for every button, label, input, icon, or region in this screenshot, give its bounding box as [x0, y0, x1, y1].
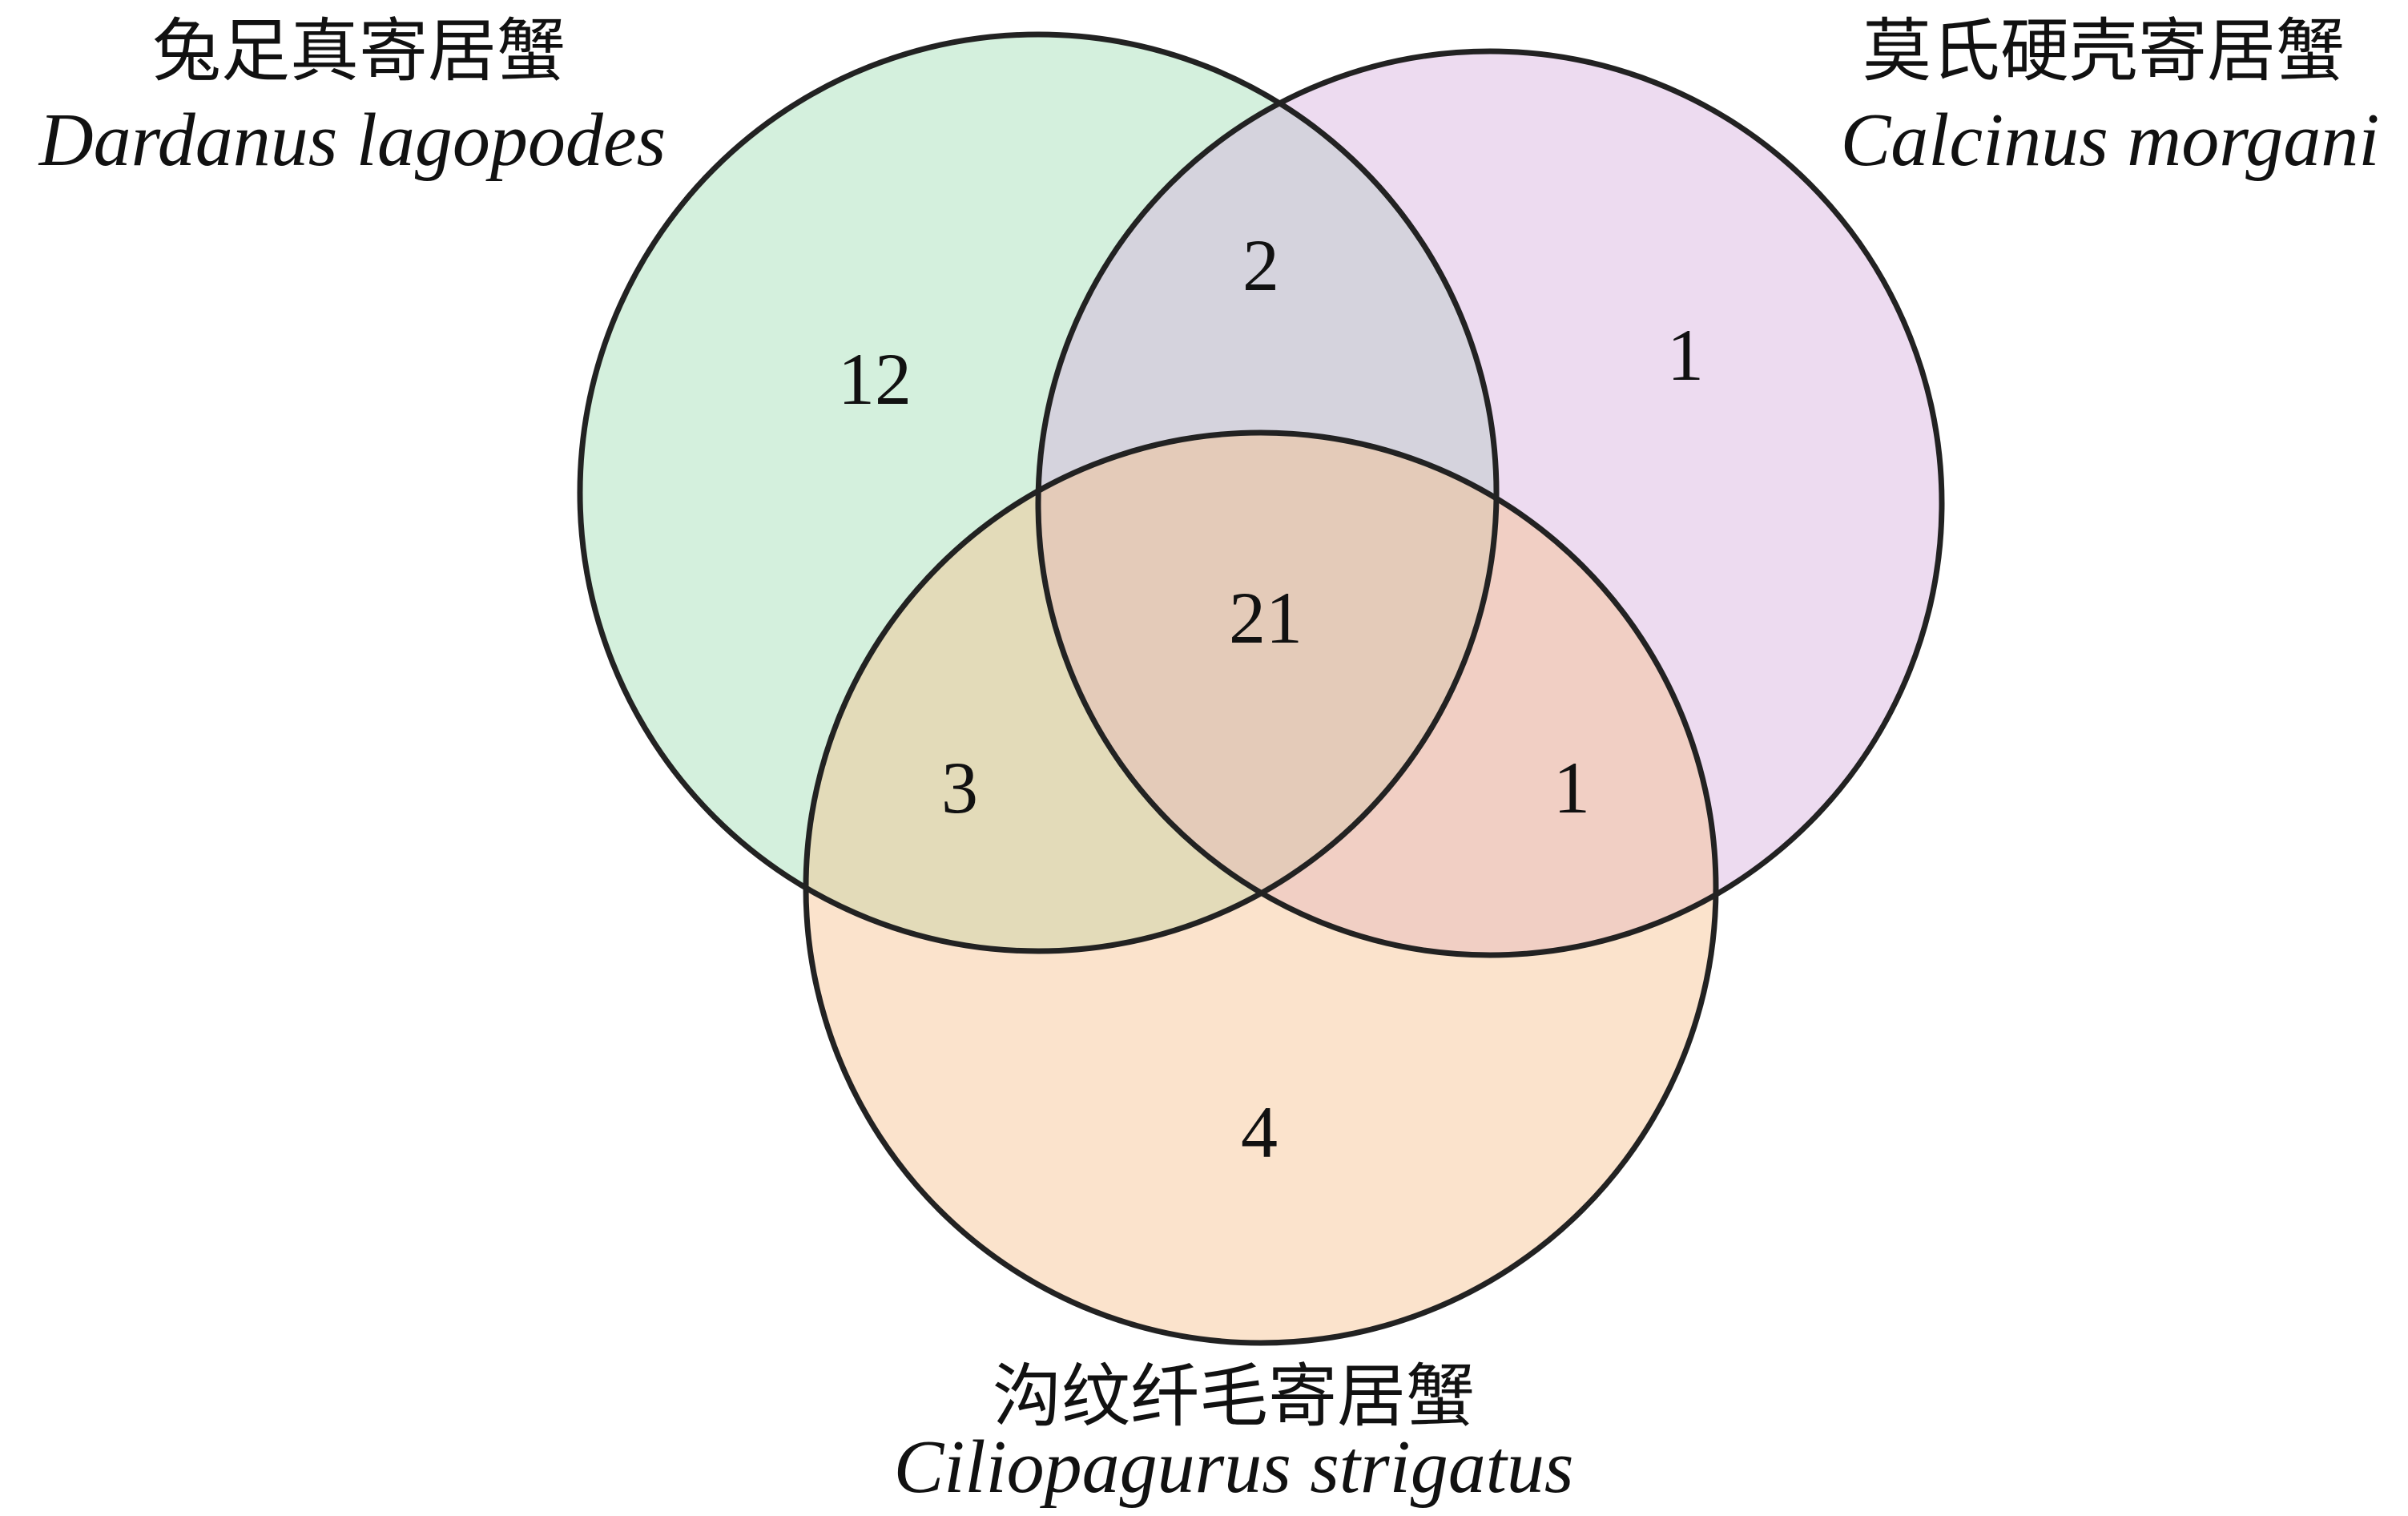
set-c-label: 沟纹纤毛寄居蟹 Ciliopagurus strigatus	[894, 1357, 1574, 1509]
set-a-outline	[577, 31, 1500, 954]
set-c-outline	[803, 429, 1719, 1346]
set-c-name-cn: 沟纹纤毛寄居蟹	[993, 1357, 1475, 1437]
venn-fills	[580, 34, 1942, 1343]
count-c-only: 4	[1241, 1091, 1278, 1173]
count-a-only: 12	[838, 338, 912, 420]
set-a-name-latin: Dardanus lagopodes	[38, 99, 666, 182]
count-b-only: 1	[1667, 314, 1704, 396]
count-ab-only: 2	[1242, 224, 1279, 306]
set-b-region	[1038, 51, 1942, 955]
set-a-name-cn: 兔足真寄居蟹	[152, 11, 566, 91]
venn-outlines	[577, 31, 1945, 1346]
set-b-outline	[1035, 48, 1945, 958]
set-b-name-latin: Calcinus morgani	[1841, 99, 2380, 182]
set-a-label: 兔足真寄居蟹 Dardanus lagopodes	[38, 11, 666, 182]
count-bc-only: 1	[1553, 747, 1590, 829]
set-b-label: 莫氏硬壳寄居蟹 Calcinus morgani	[1841, 11, 2380, 182]
set-c-region	[806, 433, 1716, 1343]
count-abc: 21	[1229, 577, 1303, 659]
count-ac-only: 3	[941, 747, 978, 829]
set-b-name-cn: 莫氏硬壳寄居蟹	[1862, 11, 2345, 91]
set-c-name-latin: Ciliopagurus strigatus	[894, 1425, 1574, 1509]
region-counts: 12 2 1 21 3 1 4	[838, 224, 1704, 1173]
